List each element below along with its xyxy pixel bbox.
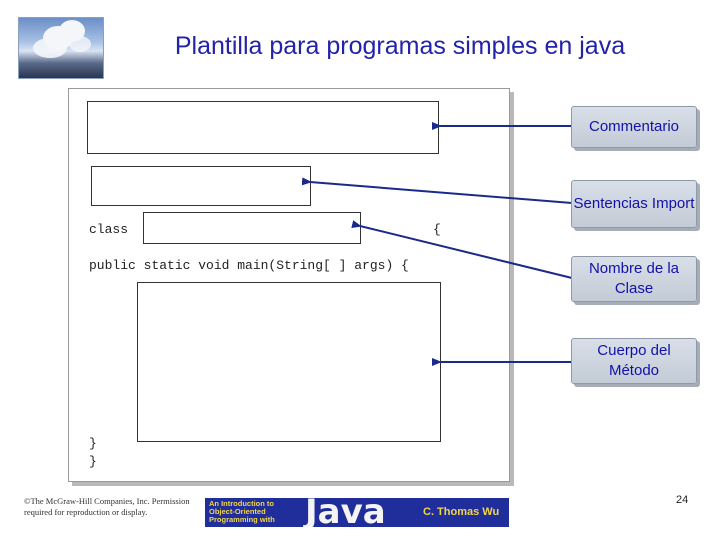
book-banner: An Introduction to Object-Oriented Progr… — [205, 498, 509, 527]
comment-box — [87, 101, 439, 154]
callout-class-name-label: Nombre de la Clase — [588, 260, 680, 297]
callout-imports-label: Sentencias Import — [573, 195, 695, 212]
callout-method-body: Cuerpo del Método — [571, 338, 697, 384]
arrow-class-name — [351, 220, 573, 279]
method-close-brace: } — [89, 436, 97, 451]
code-template-panel: class { public static void main(String[ … — [68, 88, 510, 482]
callout-class-name: Nombre de la Clase — [571, 256, 697, 302]
callout-comment: Commentario — [571, 106, 697, 148]
callout-comment-label: Commentario — [588, 118, 680, 135]
class-close-brace: } — [89, 454, 97, 469]
banner-subtitle: An Introduction to Object-Oriented Progr… — [209, 499, 275, 525]
class-name-box — [143, 212, 361, 244]
banner-author: C. Thomas Wu — [423, 506, 500, 518]
page-number: 24 — [676, 494, 689, 506]
slide-title: Plantilla para programas simples en java — [174, 32, 626, 60]
callout-method-body-label: Cuerpo del Método — [597, 342, 671, 379]
class-open-brace: { — [433, 222, 441, 237]
method-body-box — [137, 282, 441, 442]
callout-imports: Sentencias Import — [571, 180, 697, 228]
copyright-notice: ©The McGraw-Hill Companies, Inc. Permiss… — [24, 496, 190, 517]
arrow-imports — [301, 177, 573, 204]
class-keyword: class — [89, 222, 129, 237]
banner-java: Java — [305, 498, 386, 527]
volcano-logo — [18, 17, 104, 79]
main-method-signature: public static void main(String[ ] args) … — [89, 258, 409, 273]
import-box — [91, 166, 311, 206]
